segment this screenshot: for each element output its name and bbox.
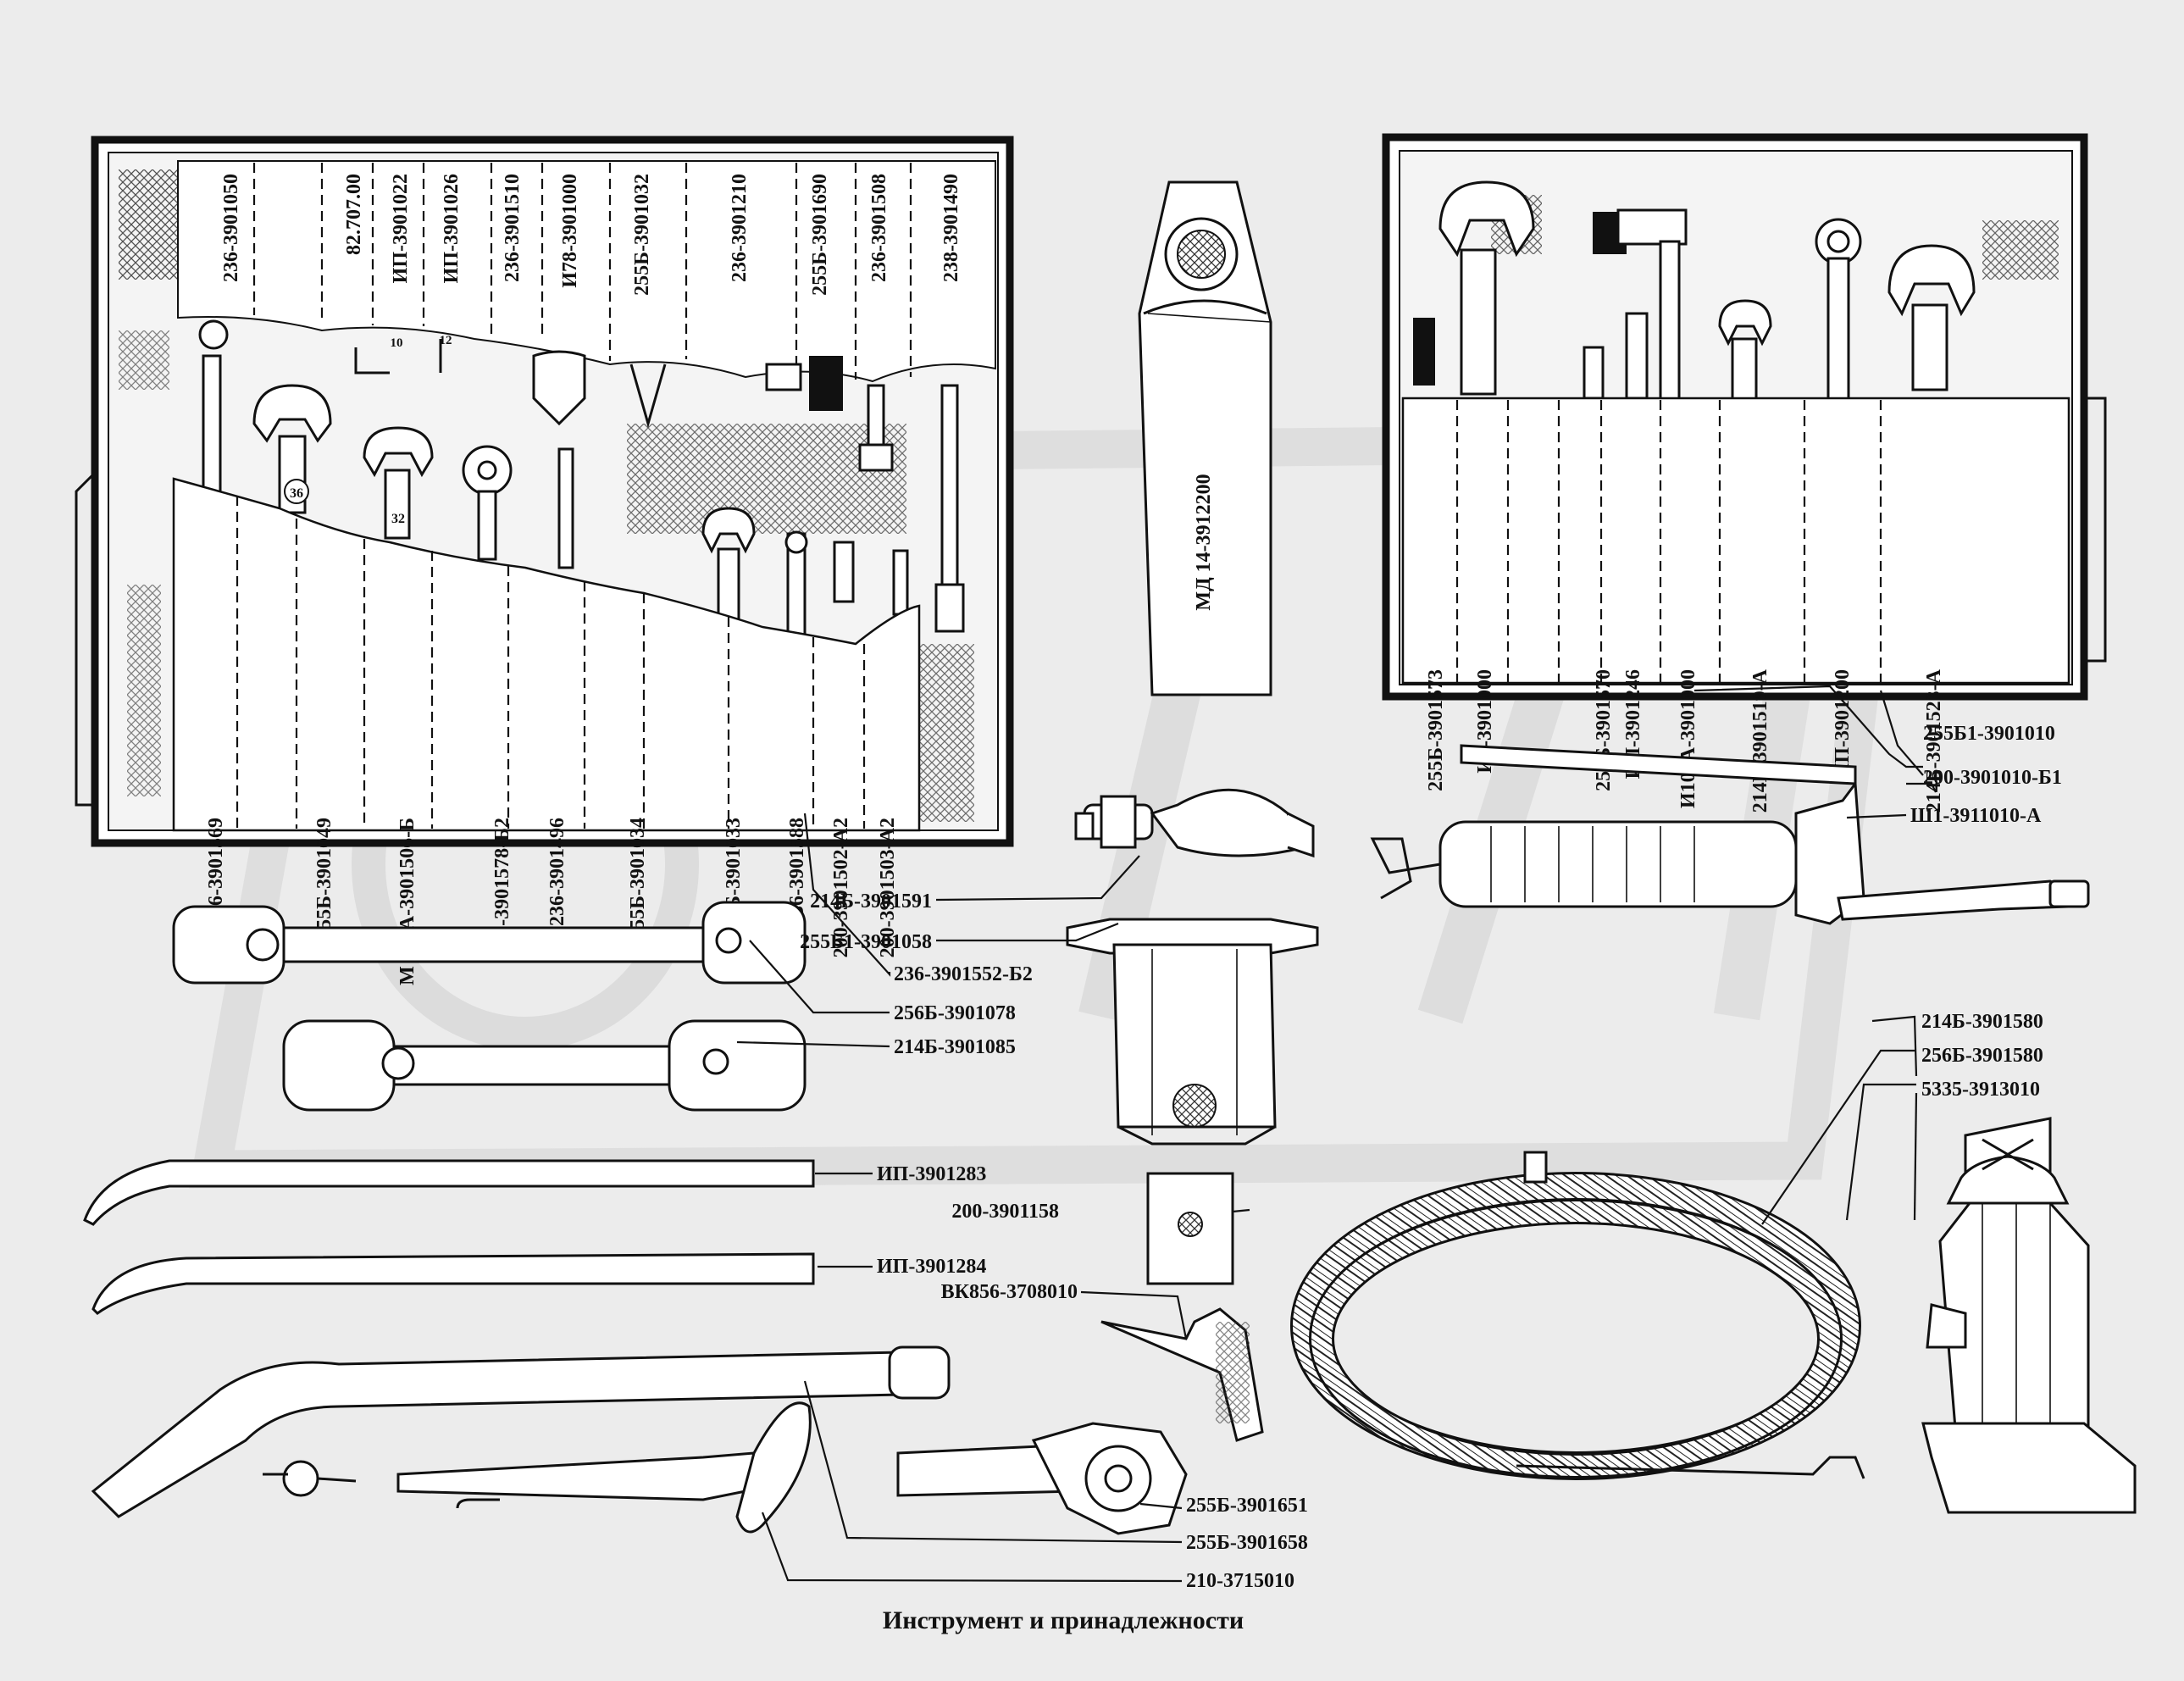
callout-ip-3901283: ИП-3901283: [877, 1163, 986, 1185]
left-bottom-label-9: 200-3901503-А2: [877, 818, 899, 957]
callout-236-3901552-b2: 236-3901552-Б2: [894, 963, 1033, 985]
left-bottom-label-5: 255Б-3901034: [627, 818, 649, 940]
left-tool-roll: 36 32 10 12 236-3901050 82.707.00 ИП-39010…: [75, 136, 1014, 985]
tire-irons: [83, 1159, 951, 1518]
funnel-and-hook: [263, 1401, 812, 1534]
right-roll-label-0: 255Б-3901573: [1425, 669, 1447, 791]
left-roll-lower-dividers: [236, 496, 866, 829]
grease-gun: [1370, 744, 2090, 925]
callout-255b-3901658: 255Б-3901658: [1186, 1532, 1308, 1554]
left-bottom-label-1: 255Б-3901049: [313, 818, 335, 940]
right-roll-label-2: 255Б-3901570: [1593, 669, 1615, 791]
callout-ip-3901284: ИП-3901284: [877, 1256, 986, 1278]
callout-200-3901010-b1: 200-3901010-Б1: [1923, 767, 2062, 789]
callout-255b1-3901010: 255Б1-3901010: [1923, 723, 2055, 745]
callout-214b-3901580: 214Б-3901580: [1921, 1011, 2043, 1033]
pouch-label: МД 14-3912200: [1193, 474, 1215, 610]
hydraulic-jack: [1921, 1117, 2137, 1514]
left-top-label-0: 236-3901050: [220, 174, 242, 282]
callout-255b1-3901058: 255Б1-3901058: [800, 931, 932, 953]
left-top-label-1: 82.707.00: [343, 174, 365, 255]
size-mark-36: 36: [290, 486, 303, 501]
callout-255b-3901651: 255Б-3901651: [1186, 1495, 1308, 1517]
left-roll-upper-dividers: [252, 163, 912, 380]
hose-coil: [1290, 1151, 1865, 1480]
wheel-wrenches: [172, 901, 807, 1112]
left-roll-top-labels: 236-3901050 82.707.00 ИП-3901022 ИП-3901026…: [220, 174, 962, 296]
right-roll-dividers: [1455, 400, 1882, 682]
left-roll-tools: [198, 319, 965, 637]
callout-214b-3901085: 214Б-3901085: [894, 1036, 1016, 1058]
size-mark-32: 32: [391, 512, 405, 526]
left-top-label-8: 255Б-3901690: [809, 174, 831, 296]
left-roll-marks: 36 32 10 12: [284, 334, 452, 526]
callout-200-3901158: 200-3901158: [951, 1201, 1059, 1223]
left-bottom-label-4: 236-3901496: [546, 818, 568, 926]
right-roll-label-4: И108А-3901000: [1677, 669, 1699, 808]
callouts: 255Б1-3901010 200-3901010-Б1 Ш1-3911010-…: [800, 723, 2062, 1592]
right-roll-label-6: ИП-3901200: [1832, 669, 1854, 779]
callout-210-3715010: 210-3715010: [1186, 1570, 1294, 1592]
callout-256b-3901078: 256Б-3901078: [894, 1002, 1016, 1024]
callout-5335-3913010: 5335-3913010: [1921, 1079, 2040, 1101]
left-top-label-4: 236-3901510: [502, 174, 524, 282]
callout-vk856-3708010: ВК856-3708010: [941, 1281, 1078, 1303]
left-top-label-9: 236-3901508: [868, 174, 890, 282]
left-top-label-7: 236-3901210: [729, 174, 751, 282]
leader-lines: [736, 685, 1937, 1583]
callout-sh1-3911010-a: Ш1-3911010-А: [1910, 805, 2042, 827]
left-top-label-10: 238-3901490: [940, 174, 962, 282]
left-top-label-3: ИП-3901026: [441, 174, 463, 283]
size-mark-12: 12: [440, 334, 452, 347]
diagram-caption: Инструмент и принадлежности: [883, 1606, 1244, 1634]
callout-256b-3901580: 256Б-3901580: [1921, 1045, 2043, 1067]
pouch: МД 14-3912200: [1138, 180, 1272, 696]
left-top-label-2: ИП-3901022: [390, 174, 412, 283]
ratchet-handle: [896, 1422, 1188, 1535]
size-mark-10: 10: [391, 336, 403, 350]
cap-and-sockets: [1066, 788, 1319, 1442]
left-top-label-5: И78-3901000: [559, 174, 581, 288]
left-bottom-label-8: 200-3901502-А2: [830, 818, 852, 957]
left-top-label-6: 255Б-3901032: [631, 174, 653, 296]
callout-214b-3901591: 214Б-3901591: [810, 890, 932, 913]
right-roll-label-5: 214Б-3901519-А: [1749, 669, 1771, 813]
